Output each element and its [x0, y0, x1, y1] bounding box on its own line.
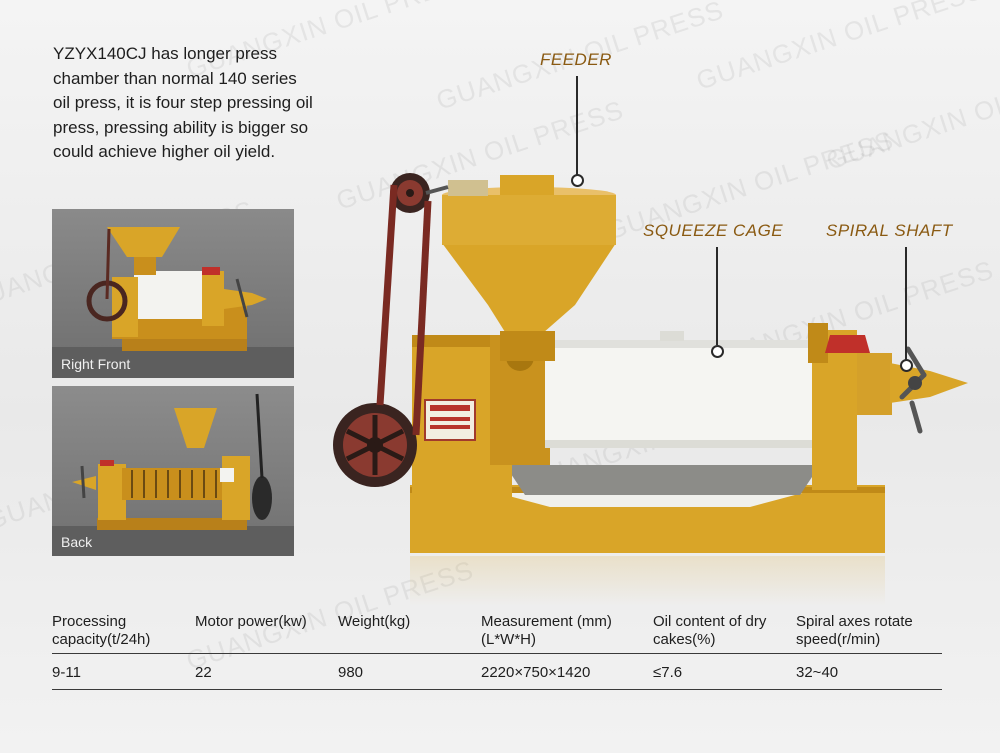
callout-spiral-shaft: SPIRAL SHAFT	[826, 221, 953, 240]
callout-leader-line	[905, 247, 907, 360]
spec-table-header-row: Processing capacity(t/24h) Motor power(k…	[52, 613, 942, 654]
press-back-image	[52, 393, 294, 556]
watermark: GUANGXIN OIL PRESS	[692, 0, 988, 96]
callout-leader-line	[716, 247, 718, 345]
callout-marker	[900, 359, 913, 372]
spec-cell: 2220×750×1420	[481, 664, 591, 681]
oil-press-machine-image	[333, 173, 968, 553]
intro-text: YZYX140CJ has longer press chamber than …	[53, 44, 313, 161]
spec-header: Motor power(kw)	[195, 613, 307, 630]
table-row: 9-11 22 980 2220×750×1420 ≤7.6 32~40	[52, 654, 942, 690]
callout-squeeze-cage: SQUEEZE CAGE	[643, 221, 784, 240]
spec-cell: 32~40	[796, 664, 839, 681]
spec-header: Spiral axes rotate speed(r/min)	[796, 613, 913, 648]
thumbnail-caption: Back	[61, 534, 93, 550]
thumbnail-right-front: Right Front	[52, 209, 294, 378]
thumbnail-caption: Right Front	[61, 356, 131, 372]
spec-header: Measurement (mm)(L*W*H)	[481, 613, 612, 648]
callout-marker	[571, 174, 584, 187]
spec-table: Processing capacity(t/24h) Motor power(k…	[52, 613, 942, 690]
spec-cell: 22	[195, 664, 212, 681]
press-right-front-image	[52, 227, 294, 378]
spec-cell: 980	[338, 664, 364, 681]
callout-feeder: FEEDER	[540, 50, 612, 69]
floor-reflection	[410, 556, 885, 606]
callout-leader-line	[576, 76, 578, 175]
spec-header: Oil content of dry cakes(%)	[653, 613, 767, 648]
spec-cell: ≤7.6	[653, 664, 683, 681]
thumbnail-back: Back	[52, 386, 294, 556]
spec-header: Processing capacity(t/24h)	[52, 613, 151, 648]
spec-cell: 9-11	[52, 664, 81, 681]
spec-header: Weight(kg)	[338, 613, 411, 630]
callout-marker	[711, 345, 724, 358]
